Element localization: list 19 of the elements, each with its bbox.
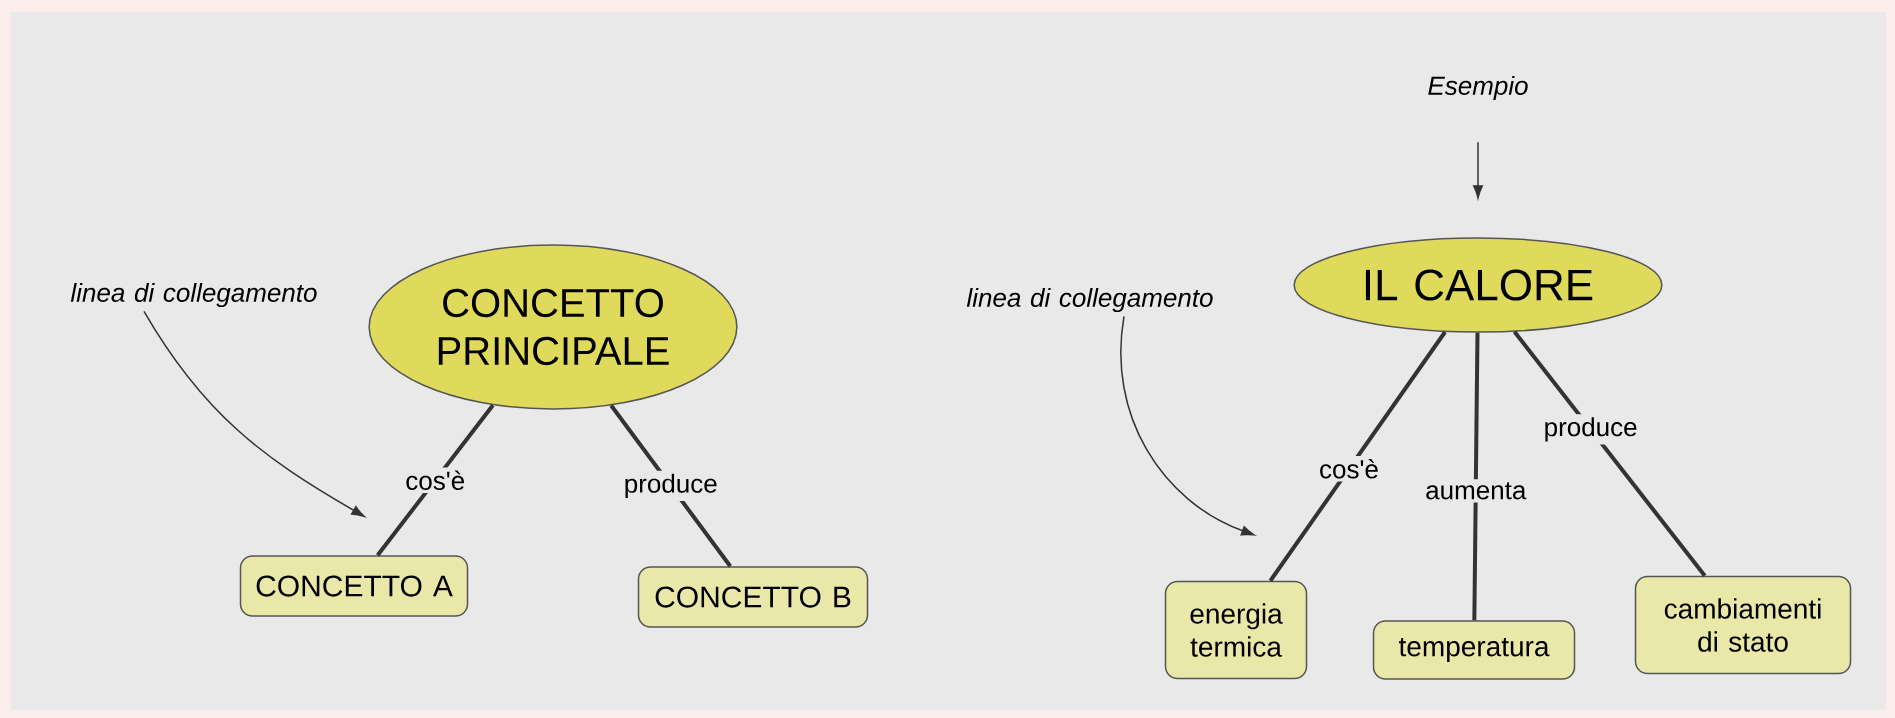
concept-box: energia termica	[1164, 580, 1308, 680]
leader-arrow	[1120, 315, 1255, 536]
connector-line	[1268, 330, 1447, 582]
connector-line	[1512, 330, 1707, 577]
annotation-text: linea di collegamento	[966, 287, 1213, 313]
arrow	[1473, 141, 1483, 199]
connector-line	[1472, 332, 1480, 621]
edge-label: cos'è	[1316, 456, 1382, 482]
concept-box: CONCETTO A	[239, 555, 469, 617]
concept-box: CONCETTO B	[637, 566, 869, 628]
concept-box: temperatura	[1372, 620, 1576, 680]
concept-box: cambiamenti di stato	[1634, 575, 1852, 675]
edge-label: produce	[1540, 414, 1641, 445]
annotation-text: linea di collegamento	[70, 282, 317, 308]
edge-label: cos'è	[402, 467, 469, 493]
edge-label: aumenta	[1422, 479, 1530, 503]
edge-label: produce	[620, 470, 721, 501]
annotation-text: Esempio	[1428, 75, 1528, 101]
leader-arrow	[143, 310, 365, 518]
